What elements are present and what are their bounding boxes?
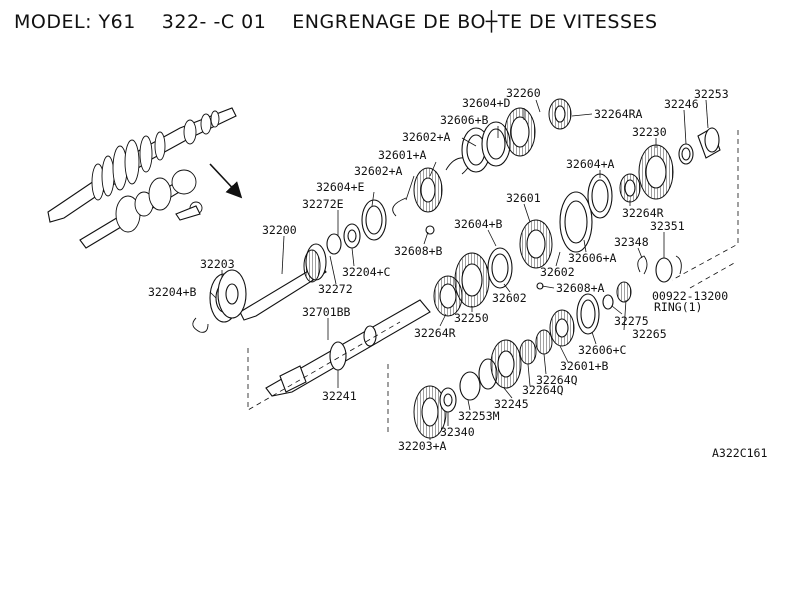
part-label-32604-a: 32604+A [566, 157, 615, 171]
section-code: 322- -C 01 [161, 11, 267, 33]
part-label-32601: 32601 [506, 191, 541, 205]
part-label-32204-c: 32204+C [342, 265, 391, 279]
part-label-32246: 32246 [664, 97, 699, 111]
part-label-32602-a-2: 32602+A [354, 164, 403, 178]
part-label-32602-a: 32602 [540, 265, 575, 279]
part-label-32606-b: 32606+B [440, 113, 489, 127]
part-label-32245: 32245 [494, 397, 529, 411]
part-label-32601-b: 32601+B [560, 359, 609, 373]
part-label-32340: 32340 [440, 425, 475, 439]
part-label-32604-b: 32604+B [454, 217, 503, 231]
part-label-32701bb: 32701BB [302, 305, 351, 319]
part-label-00922-13200: 00922-13200 [652, 289, 728, 303]
part-label-32200: 32200 [262, 223, 297, 237]
part-label-32264r-1: 32264R [622, 206, 664, 220]
part-labels: 32260 32604+D 32264RA 32606+B 32602+A 32… [148, 86, 729, 453]
part-label-32606-a: 32606+A [568, 251, 617, 265]
part-label-32608-a: 32608+A [556, 281, 605, 295]
part-label-32602-a-1: 32602+A [402, 130, 451, 144]
part-label-32264ra: 32264RA [594, 107, 643, 121]
part-label-32601-a: 32601+A [378, 148, 427, 162]
part-label-32264q-1: 32264Q [536, 373, 578, 387]
part-label-32608-b: 32608+B [394, 244, 443, 258]
diagram-code: A322C161 [712, 446, 767, 460]
model-label: MODEL: Y61 [14, 11, 136, 33]
boundary-lines [247, 130, 739, 432]
part-label-32264r-2: 32264R [414, 326, 456, 340]
part-label-32351: 32351 [650, 219, 685, 233]
part-label-32253: 32253 [694, 87, 729, 101]
leader-lines [209, 99, 709, 440]
part-label-32604-d: 32604+D [462, 96, 511, 110]
part-label-32275: 32275 [614, 314, 649, 328]
part-label-32250: 32250 [454, 311, 489, 325]
section-name: ENGRENAGE DE BO┼TE DE VITESSES [292, 11, 658, 33]
part-label-32272: 32272 [318, 282, 353, 296]
part-label-32272e: 32272E [302, 197, 344, 211]
part-label-32260: 32260 [506, 86, 541, 100]
ring-quantity-label: RING(1) [654, 300, 702, 314]
part-label-32203: 32203 [200, 257, 235, 271]
part-label-32348: 32348 [614, 235, 649, 249]
page-title: MODEL: Y61 322- -C 01 ENGRENAGE DE BO┼TE… [14, 8, 658, 36]
part-label-32606-c: 32606+C [578, 343, 627, 357]
part-label-32241: 32241 [322, 389, 357, 403]
main-shaft-group [192, 98, 721, 333]
part-label-32604-e: 32604+E [316, 180, 365, 194]
part-label-32265: 32265 [632, 327, 667, 341]
part-label-32264q-2: 32264Q [522, 383, 564, 397]
part-label-32203-a: 32203+A [398, 439, 447, 453]
part-label-32602-b: 32602 [492, 291, 527, 305]
part-label-32230: 32230 [632, 125, 667, 139]
assembly-thumbnail [47, 107, 237, 249]
part-label-32253m: 32253M [458, 409, 500, 423]
part-label-32204-b: 32204+B [148, 285, 197, 299]
